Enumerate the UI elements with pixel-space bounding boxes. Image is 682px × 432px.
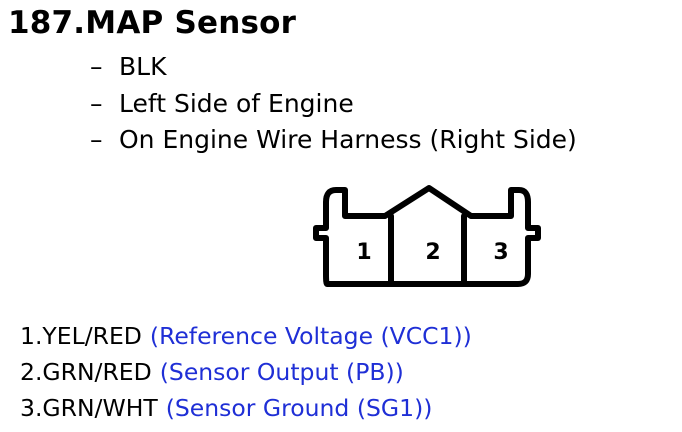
detail-text: On Engine Wire Harness (Right Side) — [119, 125, 577, 154]
pin-wire: 2.GRN/RED — [20, 358, 152, 386]
detail-dash: – — [90, 52, 103, 81]
connector-pin-2-label: 2 — [425, 240, 440, 265]
detail-text: Left Side of Engine — [119, 88, 354, 118]
sensor-details-list: –BLK –Left Side of Engine –On Engine Wir… — [90, 49, 577, 159]
connector-pin-1-label: 1 — [356, 240, 371, 265]
connector-pin-3-label: 3 — [493, 240, 508, 265]
pin-description: (Reference Voltage (VCC1)) — [149, 322, 472, 350]
detail-item-color: –BLK — [90, 49, 577, 86]
connector-diagram: 1 2 3 — [313, 185, 541, 287]
pin-wire: 1.YEL/RED — [20, 322, 142, 350]
page-title: 187.MAP Sensor — [8, 5, 297, 41]
pin-item: 3.GRN/WHT(Sensor Ground (SG1)) — [20, 390, 472, 426]
detail-text: BLK — [119, 52, 167, 81]
pin-item: 1.YEL/RED(Reference Voltage (VCC1)) — [20, 318, 472, 354]
pin-description: (Sensor Output (PB)) — [159, 358, 404, 386]
detail-dash: – — [90, 88, 103, 118]
pin-list: 1.YEL/RED(Reference Voltage (VCC1)) 2.GR… — [20, 318, 472, 426]
detail-item-harness: –On Engine Wire Harness (Right Side) — [90, 122, 577, 159]
detail-item-location: –Left Side of Engine — [90, 86, 577, 123]
pin-wire: 3.GRN/WHT — [20, 394, 158, 422]
pin-description: (Sensor Ground (SG1)) — [165, 394, 433, 422]
connector-outline — [313, 185, 541, 287]
pin-item: 2.GRN/RED(Sensor Output (PB)) — [20, 354, 472, 390]
detail-dash: – — [90, 125, 103, 154]
